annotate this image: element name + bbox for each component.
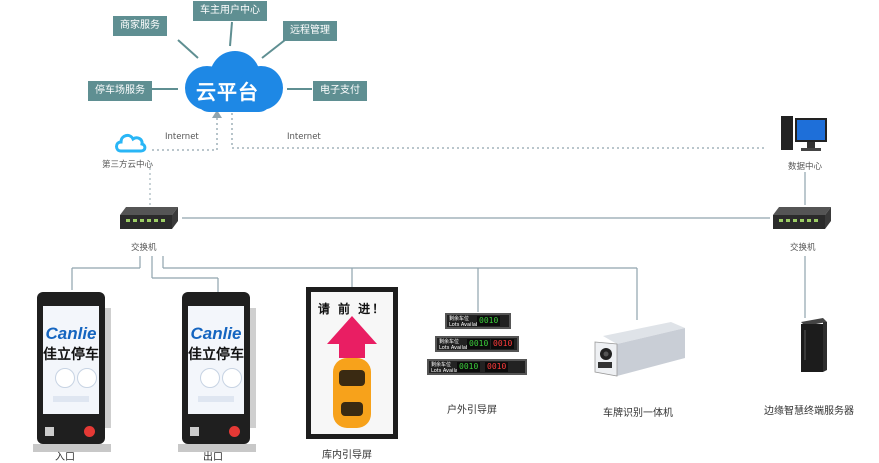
edge-server-icon [801,318,827,372]
led-board-digits-red: 0010 [491,339,515,349]
exit-kiosk-base [178,444,256,452]
entry-kiosk-side [105,308,111,428]
parking-service-box: 停车场服务 [88,81,152,101]
forward-arrow-icon [327,316,377,428]
cloud-platform-label: 云平台 [196,80,259,104]
right-switch-icon [773,207,831,229]
internet-label-right: Internet [287,132,321,142]
left-switch-icon [120,207,178,229]
exit-kiosk: Canlie 佳立停车 [178,292,256,452]
exit-kiosk-screen: Canlie 佳立停车 [188,306,244,414]
lpr-camera-label: 车牌识别一体机 [603,408,673,419]
led-board-digits-red: 0010 [485,362,509,372]
entry-red-button [84,426,95,437]
entry-info-bar [53,396,89,402]
led-board-digits-green: 0010 [467,339,491,349]
third-party-cloud-icon [115,133,147,153]
cloud-platform-icon [185,51,283,112]
led-board-digits: 0010 [477,316,501,326]
entry-option-icon [55,368,75,388]
indoor-screen-display: 请 前 进！ [311,292,393,434]
entry-brand-en: Canlie [45,324,97,343]
exit-option-icon [222,368,242,388]
exit-brand-cn: 佳立停车 [188,347,244,363]
indoor-guidance-screen: 请 前 进！ [306,287,398,439]
remote-management-box: 远程管理 [283,21,337,41]
entry-card-slot [45,427,54,436]
outdoor-screen-label: 户外引导屏 [447,405,497,416]
e-payment-box: 电子支付 [313,81,367,101]
exit-card-slot [190,427,199,436]
exit-red-button [229,426,240,437]
edge-server-label: 边缘智慧终端服务器 [764,406,854,417]
right-switch-label: 交换机 [790,243,816,253]
entry-kiosk: Canlie 佳立停车 [33,292,111,452]
left-switch-label: 交换机 [131,243,157,253]
indoor-screen-label: 库内引导屏 [322,450,372,461]
data-center-icon [781,116,827,151]
entry-option-icon [77,368,97,388]
exit-brand-en: Canlie [190,324,242,343]
indoor-screen-text: 请 前 进！ [317,302,387,316]
entry-brand-cn: 佳立停车 [43,347,99,363]
owner-center-box: 车主用户中心 [193,1,267,21]
entry-kiosk-base [33,444,111,452]
entry-kiosk-screen: Canlie 佳立停车 [43,306,99,414]
exit-info-bar [198,396,234,402]
lpr-camera-icon [594,322,685,377]
internet-label-left: Internet [165,132,199,142]
led-board-digits-green: 0010 [457,362,481,372]
exit-option-icon [200,368,220,388]
merchant-service-box: 商家服务 [113,16,167,36]
third-party-cloud-label: 第三方云中心 [102,160,154,170]
exit-label: 出口 [203,452,223,463]
exit-kiosk-side [250,308,256,428]
entry-label: 入口 [55,452,75,463]
data-center-label: 数据中心 [788,162,823,172]
